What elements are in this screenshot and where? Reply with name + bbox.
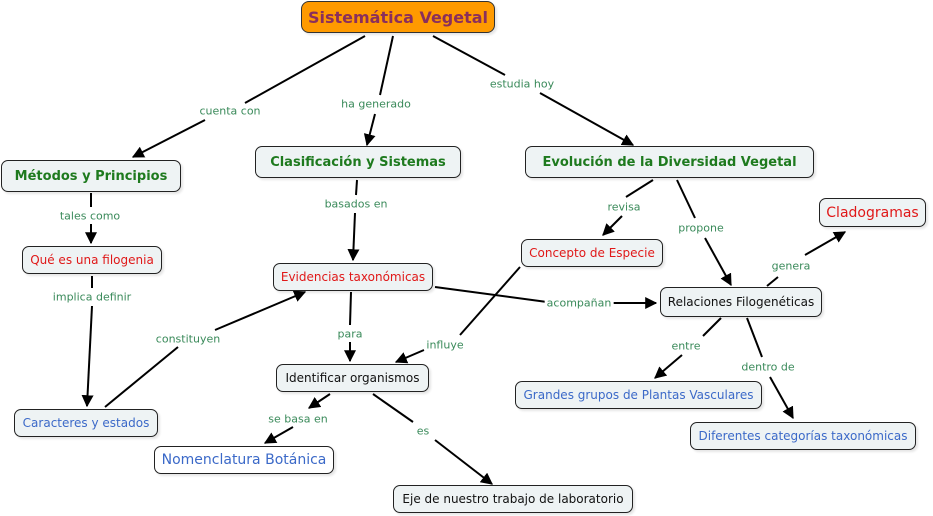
link-label-genera: genera — [769, 259, 813, 273]
node-relaciones-filogeneticas[interactable]: Relaciones Filogenéticas — [660, 287, 822, 317]
link-label-entre: entre — [669, 339, 703, 353]
edge-estudiahoy-evolucion — [539, 92, 635, 146]
edge-sistematica-estudiahoy — [432, 35, 506, 76]
edge-evolucion-propone — [676, 179, 696, 219]
edge-implica-caracteres — [81, 305, 94, 408]
node-categorias-taxonomicas[interactable]: Diferentes categorías taxonómicas — [690, 422, 916, 450]
link-label-implica-definir: implica definir — [50, 290, 134, 304]
link-label-es: es — [414, 424, 432, 438]
edge-revisa-especie — [602, 215, 623, 236]
edge-dentrode-categorias — [769, 376, 794, 420]
link-label-influye: influye — [424, 338, 466, 352]
node-nomenclatura-botanica[interactable]: Nomenclatura Botánica — [154, 446, 334, 474]
edge-relaciones-genera — [766, 276, 779, 287]
link-label-basados-en: basados en — [322, 197, 390, 211]
edge-es-eje — [434, 439, 493, 485]
link-label-propone: propone — [676, 221, 726, 235]
node-que-es-filogenia[interactable]: Qué es una filogenia — [22, 246, 162, 274]
link-label-dentro-de: dentro de — [739, 360, 797, 374]
node-cladogramas[interactable]: Cladogramas — [819, 198, 926, 227]
edge-caracteres-constituyen — [104, 346, 179, 408]
edge-identificar-es — [372, 393, 414, 423]
node-concepto-especie[interactable]: Concepto de Especie — [521, 239, 663, 267]
edge-entre-grandes — [654, 354, 683, 379]
node-eje-trabajo-laboratorio[interactable]: Eje de nuestro trabajo de laboratorio — [393, 485, 633, 513]
node-caracteres-estados[interactable]: Caracteres y estados — [14, 409, 158, 437]
node-clasificacion-sistemas[interactable]: Clasificación y Sistemas — [255, 146, 461, 178]
link-label-tales-como: tales como — [57, 209, 123, 223]
edge-evolucion-revisa — [625, 179, 654, 198]
edge-hagenerado-clasificacion — [363, 113, 376, 147]
edge-sebasaen-nomenclatura — [263, 426, 294, 444]
node-metodos-principios[interactable]: Métodos y Principios — [1, 160, 181, 192]
edge-propone-relaciones — [704, 237, 732, 287]
link-label-acompanan: acompañan — [544, 296, 614, 310]
edge-sistematica-cuentacon — [244, 35, 366, 104]
node-evidencias-taxonomicas[interactable]: Evidencias taxonómicas — [273, 263, 433, 291]
edge-evidencias-para — [349, 291, 352, 326]
edge-genera-cladogramas — [804, 231, 847, 256]
edge-sistematica-hagenerado — [379, 35, 394, 96]
edge-identificar-sebasaen — [308, 393, 331, 409]
link-label-se-basa-en: se basa en — [266, 412, 330, 426]
node-identificar-organismos[interactable]: Identificar organismos — [276, 364, 429, 392]
node-evolucion-diversidad[interactable]: Evolución de la Diversidad Vegetal — [525, 146, 814, 178]
edge-cuentacon-metodos — [131, 119, 206, 158]
edge-constituyen-evidencias — [214, 290, 307, 331]
edge-relaciones-dentrode — [746, 317, 763, 358]
link-label-estudia-hoy: estudia hoy — [487, 77, 557, 91]
link-label-constituyen: constituyen — [153, 332, 223, 346]
edge-basados-evidencias — [347, 212, 360, 262]
edge-clasificacion-basados — [355, 179, 358, 196]
link-label-revisa: revisa — [605, 200, 643, 214]
node-sistematica-vegetal[interactable]: Sistemática Vegetal — [301, 1, 495, 33]
edge-relaciones-entre — [702, 317, 722, 337]
link-label-para: para — [335, 327, 365, 341]
link-label-cuenta-con: cuenta con — [197, 104, 263, 118]
edge-influye-identificar — [394, 349, 425, 364]
edge-evidencias-acompanan — [434, 286, 548, 303]
node-grandes-grupos[interactable]: Grandes grupos de Plantas Vasculares — [515, 381, 762, 409]
edge-especie-influye — [459, 266, 521, 336]
link-label-ha-generado: ha generado — [339, 97, 413, 111]
